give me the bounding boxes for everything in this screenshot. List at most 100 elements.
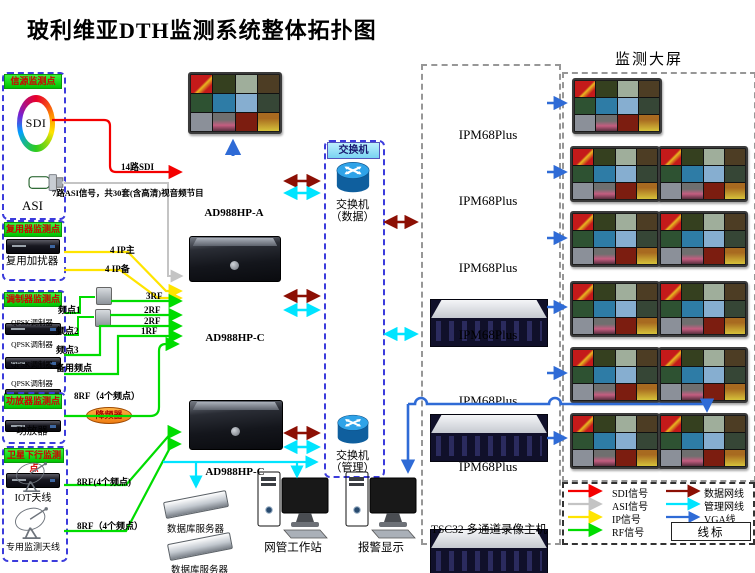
video-thumbnail <box>573 149 594 165</box>
amp-device-label: 功放器 <box>16 426 48 437</box>
video-thumbnail <box>682 231 703 247</box>
video-thumbnail <box>703 166 724 182</box>
video-thumbnail <box>615 248 636 264</box>
nms-pc-icon <box>256 468 330 540</box>
wall-title: 监测大屏 <box>615 52 684 68</box>
video-thumbnail <box>636 384 657 400</box>
video-thumbnail <box>213 75 235 93</box>
video-thumbnail <box>682 433 703 449</box>
switch-column-header: 交换机 <box>327 142 380 159</box>
ipm-server-label: IPM68Plus <box>458 127 518 142</box>
video-thumbnail <box>724 166 745 182</box>
line-label-iot-rf: 8RF(4个频点) <box>77 477 131 487</box>
video-thumbnail <box>638 115 659 131</box>
wall-monitor <box>570 146 660 202</box>
wall-monitor <box>658 413 748 469</box>
line-label-asi: 7路ASI信号，共30套(含高清)视音频节目 <box>52 188 204 198</box>
freq-output-label: 频点1 <box>58 305 81 315</box>
video-thumbnail <box>682 301 703 317</box>
video-thumbnail <box>724 248 745 264</box>
recorder-label: TSC32 多通道录像主机 <box>431 524 547 536</box>
video-thumbnail <box>235 75 257 93</box>
ipm-server-label: IPM68Plus <box>458 459 518 474</box>
video-thumbnail <box>575 81 596 97</box>
video-thumbnail <box>594 301 615 317</box>
db-server-image <box>162 490 230 519</box>
line-label-rf: 3RF <box>146 291 163 301</box>
video-thumbnail <box>257 75 279 93</box>
mgmt-switch-label: 交换机（管理） <box>330 450 375 475</box>
video-thumbnail <box>724 149 745 165</box>
video-thumbnail <box>636 350 657 366</box>
video-thumbnail <box>235 94 257 112</box>
line-label-rf: 1RF <box>141 326 158 336</box>
wall-monitor <box>658 211 748 267</box>
video-thumbnail <box>594 284 615 300</box>
wall-monitor <box>570 211 660 267</box>
video-thumbnail <box>636 166 657 182</box>
mux-box-header: 复用器监测点 <box>4 222 62 237</box>
video-thumbnail <box>661 433 682 449</box>
video-thumbnail <box>594 450 615 466</box>
amp-monitor-box <box>2 392 66 444</box>
legend-item-label: RF信号 <box>612 528 645 539</box>
video-thumbnail <box>617 81 638 97</box>
video-thumbnail <box>703 350 724 366</box>
video-thumbnail <box>575 98 596 114</box>
wall-monitor <box>658 146 748 202</box>
video-thumbnail <box>661 416 682 432</box>
video-thumbnail <box>661 149 682 165</box>
wall-monitor <box>658 347 748 403</box>
sdi-label: SDI <box>22 101 50 146</box>
amp-device-image <box>6 473 60 488</box>
video-thumbnail <box>213 94 235 112</box>
alarm-label: 报警显示 <box>358 542 404 554</box>
line-label-rf: 2RF <box>144 316 161 326</box>
video-thumbnail <box>573 433 594 449</box>
diagram-title: 玻利维亚DTH监测系统整体拓扑图 <box>27 18 377 43</box>
video-thumbnail <box>573 350 594 366</box>
ipm-server-image <box>430 529 548 573</box>
video-thumbnail <box>573 367 594 383</box>
db-server-label: 数据库服务器 <box>171 566 229 573</box>
ipm-server-label: IPM68Plus <box>458 260 518 275</box>
video-thumbnail <box>615 367 636 383</box>
video-thumbnail <box>615 166 636 182</box>
video-thumbnail <box>573 284 594 300</box>
video-thumbnail <box>682 248 703 264</box>
qpsk-device-label: QPSK调制器 <box>11 379 53 388</box>
freq-output-label: 频点2 <box>56 326 79 336</box>
video-thumbnail <box>724 231 745 247</box>
video-thumbnail <box>594 214 615 230</box>
video-thumbnail <box>573 384 594 400</box>
video-thumbnail <box>573 248 594 264</box>
video-thumbnail <box>703 384 724 400</box>
video-thumbnail <box>703 214 724 230</box>
wall-monitor <box>572 78 662 134</box>
video-thumbnail <box>636 367 657 383</box>
video-thumbnail <box>661 248 682 264</box>
video-thumbnail <box>594 433 615 449</box>
video-thumbnail <box>682 166 703 182</box>
video-thumbnail <box>615 149 636 165</box>
video-thumbnail <box>573 301 594 317</box>
amp-box-header: 功放器监测点 <box>4 394 62 409</box>
video-thumbnail <box>615 214 636 230</box>
video-thumbnail <box>661 384 682 400</box>
video-thumbnail <box>724 183 745 199</box>
video-thumbnail <box>191 94 213 112</box>
video-thumbnail <box>615 183 636 199</box>
video-thumbnail <box>636 416 657 432</box>
legend-title: 线标 <box>697 527 725 539</box>
server-a-label: AD988HP-A <box>204 207 264 219</box>
video-thumbnail <box>638 98 659 114</box>
video-thumbnail <box>596 98 617 114</box>
iot-antenna-label: IOT天线 <box>14 493 52 504</box>
line-label-amp-rf: 8RF（4个频点） <box>74 391 140 401</box>
video-thumbnail <box>573 183 594 199</box>
video-thumbnail <box>703 183 724 199</box>
video-thumbnail <box>615 433 636 449</box>
legend-item-label: VGA线 <box>704 515 736 526</box>
video-thumbnail <box>703 284 724 300</box>
